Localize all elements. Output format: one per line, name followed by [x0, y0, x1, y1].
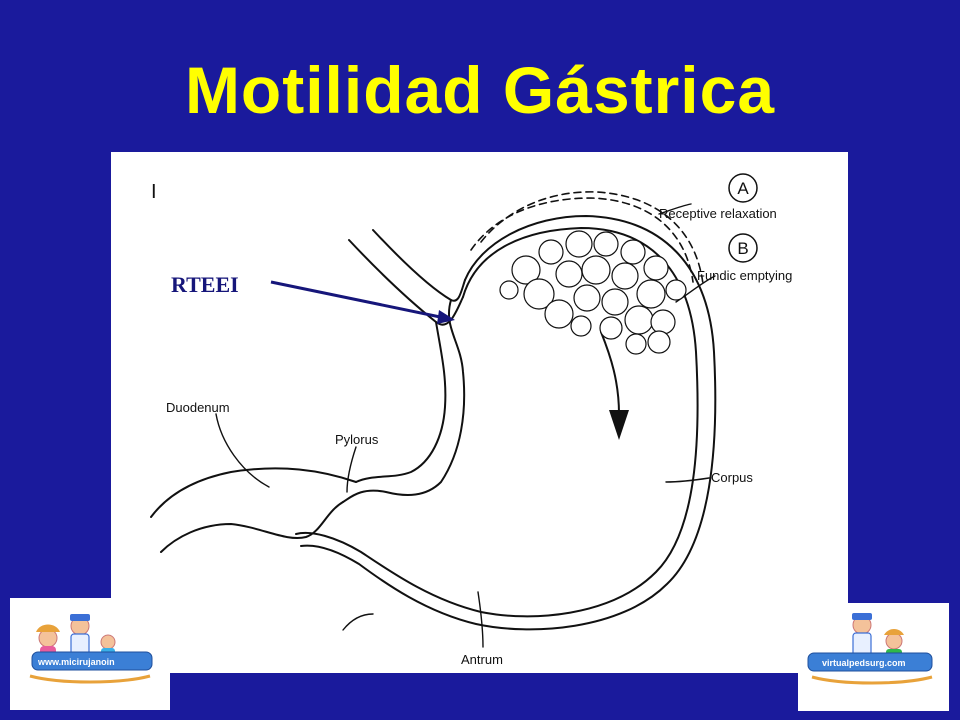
receptive-relaxation-leader	[658, 203, 692, 215]
kids-illustration-icon	[36, 614, 116, 666]
corpus-label: Corpus	[711, 470, 753, 485]
pylorus-leader	[346, 446, 357, 493]
duodenum-label: Duodenum	[166, 400, 230, 415]
esophagus-outer-wall	[348, 239, 464, 326]
greater-curvature-outer	[295, 227, 699, 618]
antrum-leader	[477, 591, 484, 648]
rteei-arrow	[270, 280, 455, 324]
left-url-text: www.micirujanoin	[37, 657, 115, 667]
label-a-circle	[728, 173, 758, 203]
stomach-diagram: A B I Receptive relaxation Fundic emptyi…	[111, 152, 848, 673]
lesser-curvature-inner	[355, 321, 447, 483]
antrum-label: Antrum	[461, 652, 503, 667]
right-logo-swoosh	[811, 675, 933, 685]
slide-title: Motilidad Gástrica	[184, 53, 776, 127]
pylorus-label: Pylorus	[335, 432, 379, 447]
receptive-relaxation-label: Receptive relaxation	[659, 206, 777, 221]
right-logo: virtualpedsurg.com	[798, 603, 949, 711]
label-b-letter: B	[737, 239, 748, 258]
greater-curvature-inner	[300, 215, 717, 631]
rteei-label: RTEEI	[171, 272, 239, 297]
corner-mark: I	[151, 181, 157, 203]
duodenum-upper-wall	[150, 467, 357, 518]
duodenum-lower-wall	[160, 501, 344, 553]
left-logo: www.micirujanoin	[10, 598, 170, 710]
label-a-letter: A	[737, 179, 749, 198]
fundic-emptying-label: Fundic emptying	[697, 268, 792, 283]
food-particles	[499, 230, 687, 355]
right-url-text: virtualpedsurg.com	[822, 658, 906, 668]
left-logo-swoosh	[29, 674, 151, 684]
stray-mark	[342, 613, 374, 631]
duodenum-leader	[215, 413, 270, 488]
fundus-dashed-layer-2	[480, 191, 704, 285]
label-b-circle	[728, 233, 758, 263]
right-url-banner	[807, 652, 933, 672]
emptying-arrow-shaft	[600, 331, 620, 415]
corpus-leader	[665, 477, 710, 483]
lesser-curvature-outer	[342, 299, 466, 503]
esophagus-inner-wall	[372, 229, 466, 302]
left-url-banner	[31, 651, 153, 671]
emptying-arrow-head	[609, 410, 629, 440]
